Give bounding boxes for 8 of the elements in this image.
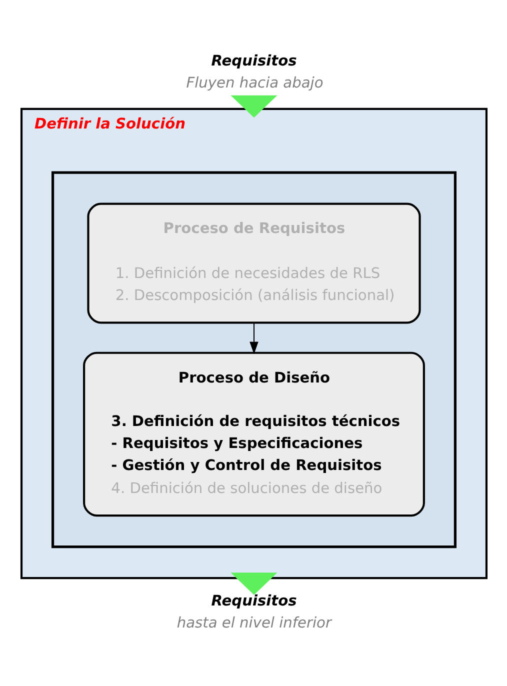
node-box: Proceso de Diseño 3. Definición de requisitos técnicos - Requisitos y Especificaciones - Gestión y Control de Requisitos 4. Definición de soluciones de diseño	[82, 351, 424, 516]
cluster	[50, 170, 456, 548]
arrow	[230, 94, 277, 118]
node-text: Requisitos Fluyen hacia abajo	[186, 52, 323, 91]
arrow	[230, 572, 277, 594]
arrow	[249, 322, 258, 354]
node-text: Requisitos hasta el nivel inferior	[176, 592, 331, 631]
node-box: Proceso de Requisitos 1. Definición de necesidades de RLS 2. Descomposición (análisis funcional)	[86, 202, 420, 324]
